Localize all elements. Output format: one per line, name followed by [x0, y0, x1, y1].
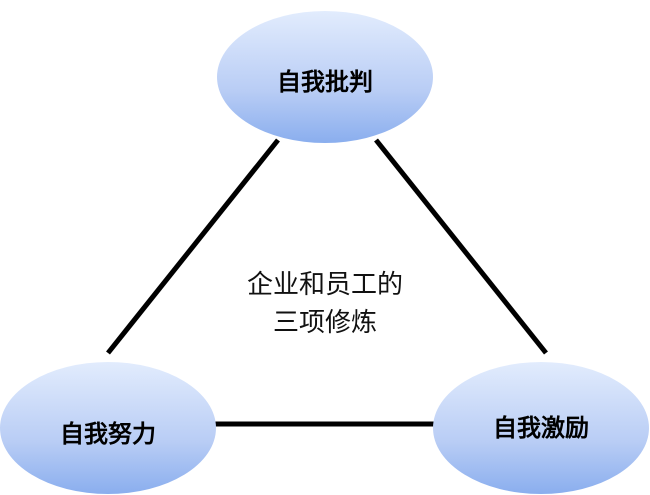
- center-text: 企业和员工的 三项修炼: [200, 266, 450, 342]
- node-top-label: 自我批判: [277, 67, 373, 96]
- center-line-2: 三项修炼: [272, 308, 377, 338]
- edge-top-left: [106, 138, 280, 355]
- node-right-label: 自我激励: [493, 413, 589, 442]
- node-left-label: 自我努力: [60, 419, 156, 448]
- edge-top-right: [374, 138, 548, 355]
- node-top-ellipse: [217, 11, 433, 143]
- node-left-ellipse: [0, 362, 216, 494]
- center-line-1: 企业和员工的: [246, 270, 403, 300]
- node-right-ellipse: [433, 362, 649, 494]
